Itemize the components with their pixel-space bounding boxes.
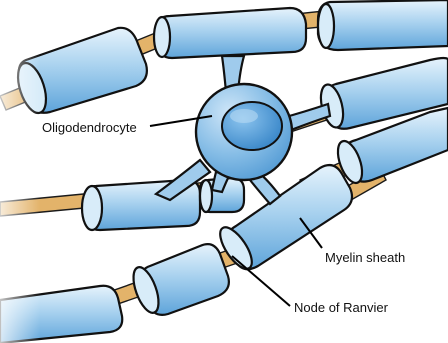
- label-node-of-ranvier: Node of Ranvier: [294, 300, 388, 315]
- label-oligodendrocyte: Oligodendrocyte: [42, 120, 137, 135]
- nucleus: [222, 102, 282, 150]
- left-fade: [0, 0, 40, 343]
- myelin-segment: [128, 244, 228, 316]
- oligodendrocyte-cell-body: [196, 84, 292, 180]
- myelin-segment: [318, 0, 448, 50]
- label-myelin-sheath: Myelin sheath: [325, 250, 405, 265]
- myelin-segment: [154, 8, 306, 58]
